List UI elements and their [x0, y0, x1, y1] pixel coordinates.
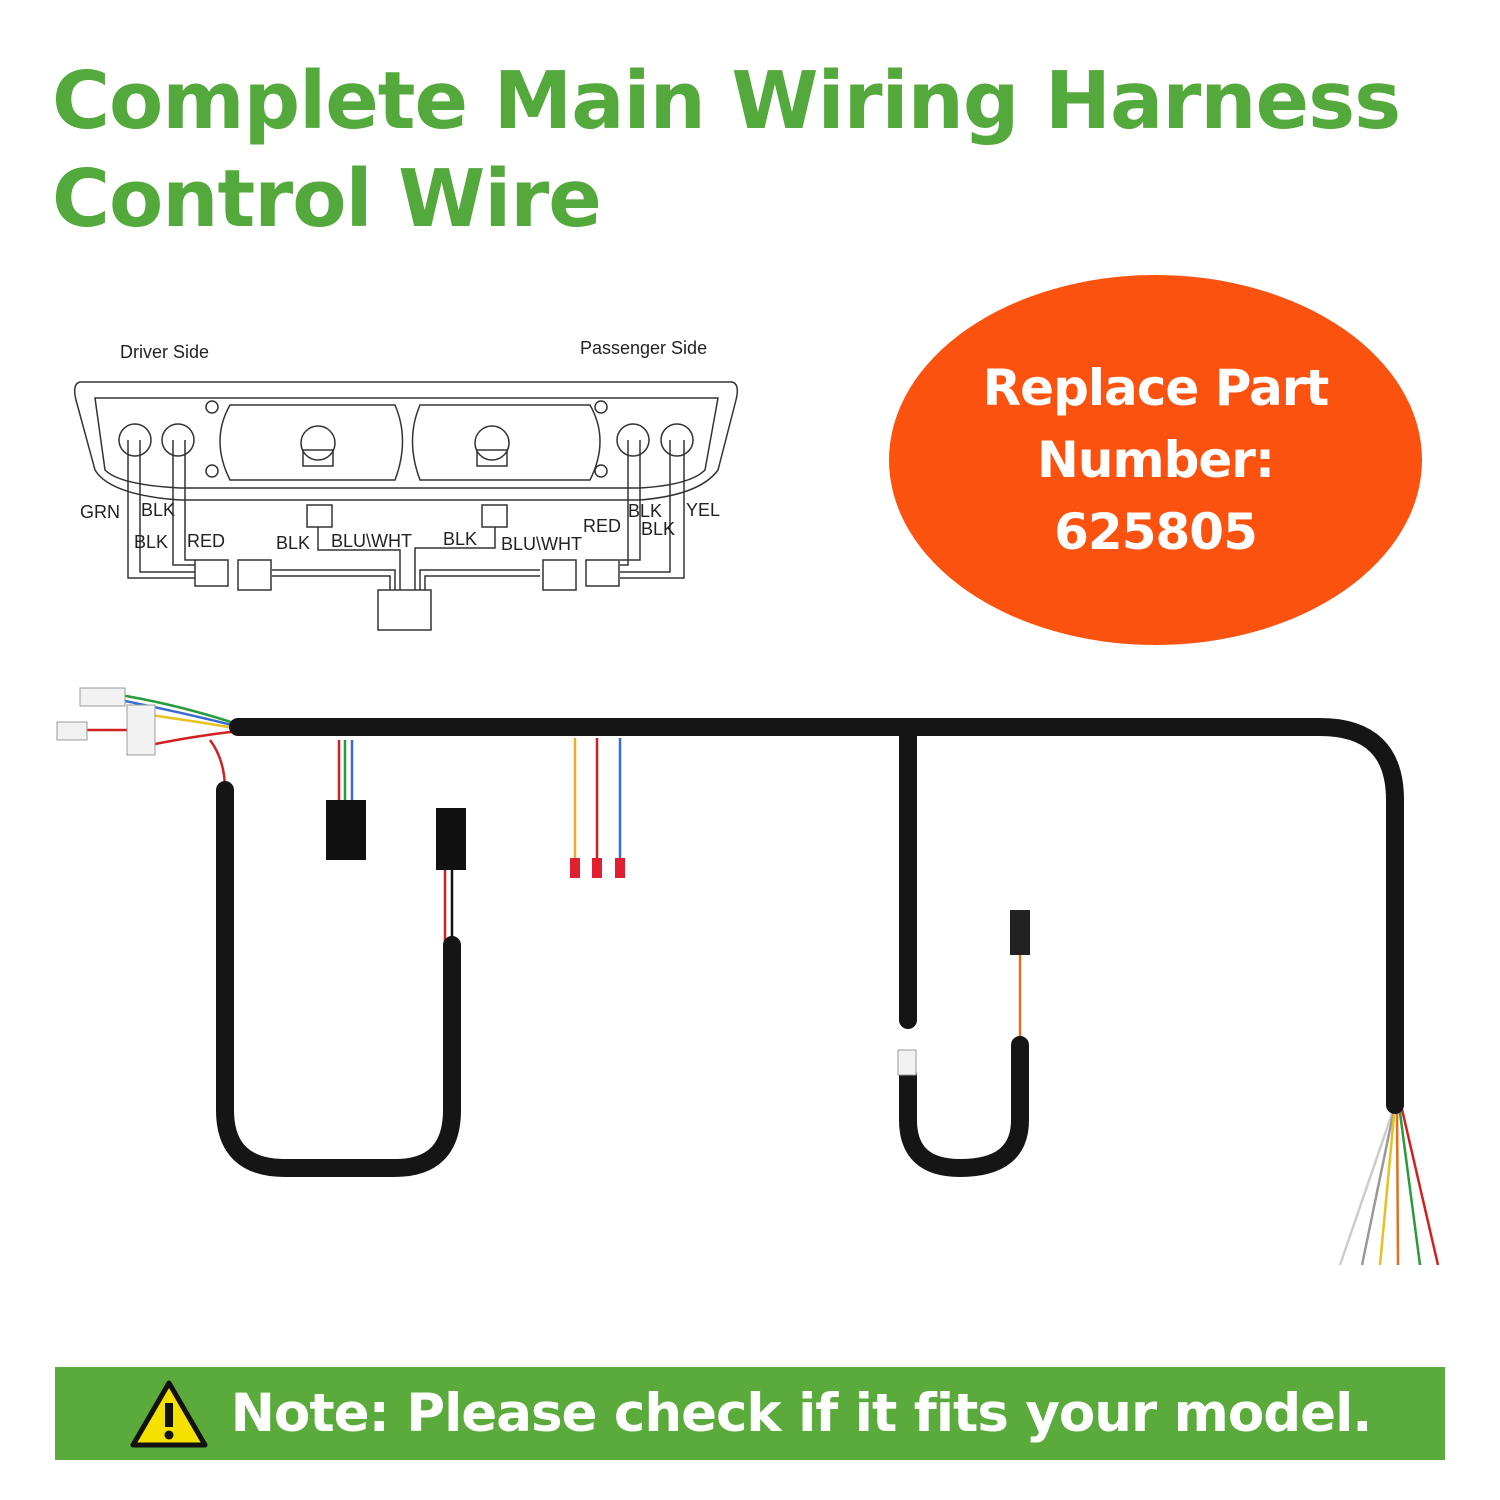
wire-label-red: RED: [187, 531, 225, 551]
warning-icon: [130, 1380, 208, 1447]
wire-label-red: RED: [583, 516, 621, 536]
wire-label-blk: BLK: [443, 529, 477, 549]
harness-conduit: [216, 718, 1404, 1178]
wiring-diagram: Driver Side Passenger Side GRN BLK BLK R…: [73, 338, 739, 631]
driver-side-label: Driver Side: [120, 342, 209, 362]
note-text: Note: Please check if it fits your model…: [230, 1383, 1373, 1444]
wire-label-blk: BLK: [276, 533, 310, 553]
wire-label-blk: BLK: [641, 519, 675, 539]
wire-label-yel: YEL: [686, 500, 720, 520]
fit-note-banner: Note: Please check if it fits your model…: [55, 1367, 1445, 1460]
title-line-1: Complete Main Wiring Harness: [52, 55, 1401, 147]
page-title: Complete Main Wiring Harness Control Wir…: [52, 52, 1401, 248]
passenger-side-label: Passenger Side: [580, 338, 707, 358]
replace-part-badge: Replace Part Number: 625805: [889, 275, 1422, 645]
badge-line-1: Replace Part: [982, 359, 1330, 417]
wire-label-blk: BLK: [628, 501, 662, 521]
badge-line-2: Number:: [1037, 431, 1275, 489]
title-line-2: Control Wire: [52, 153, 602, 245]
wire-label-blu-wht: BLU\WHT: [501, 534, 582, 554]
harness-wires: [80, 693, 1440, 1266]
wiring-harness-photo: [56, 687, 1440, 1266]
wire-label-blk: BLK: [134, 532, 168, 552]
wire-label-blk: BLK: [141, 500, 175, 520]
wire-label-blu-wht: BLU\WHT: [331, 531, 412, 551]
wire-label-grn: GRN: [80, 502, 120, 522]
connectors: [56, 687, 1030, 1076]
part-number: 625805: [1054, 503, 1258, 561]
